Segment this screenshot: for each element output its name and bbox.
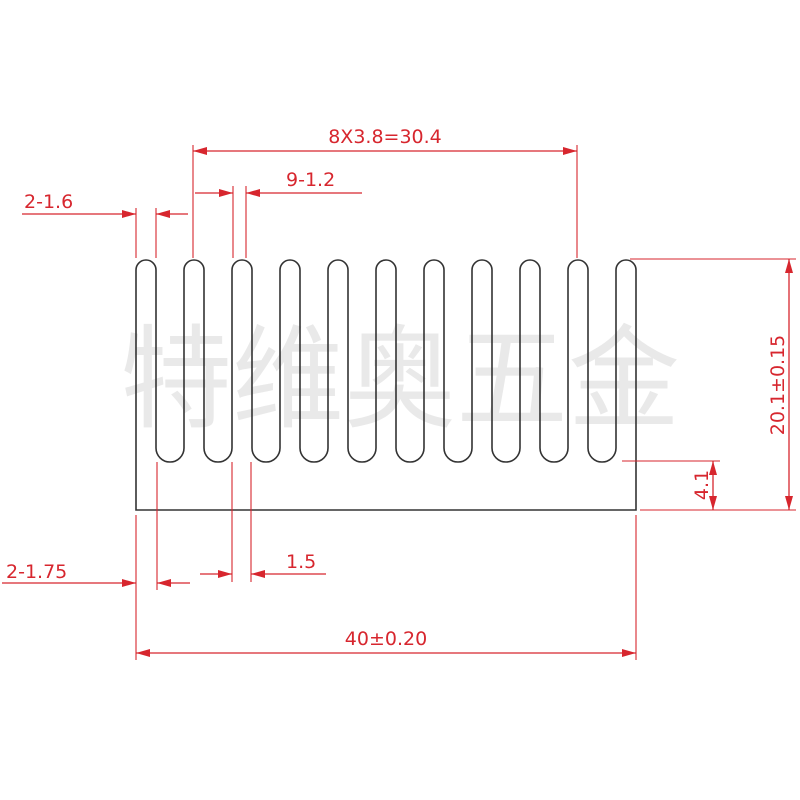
dimension-fin-pitch: 8X3.8=30.4 (192, 126, 578, 258)
outer-fin-base-label: 2-1.75 (6, 561, 67, 583)
dimension-overall-width: 40±0.20 (136, 515, 637, 660)
overall-height-label: 20.1±0.15 (767, 335, 789, 436)
base-thickness-label: 4.1 (691, 470, 713, 500)
dimension-outer-fin-base: 2-1.75 (2, 462, 190, 660)
outer-fin-thickness-label: 2-1.6 (24, 191, 73, 213)
dimension-overall-height: 20.1±0.15 (630, 258, 796, 511)
dimension-fin-root: 1.5 (200, 462, 326, 582)
dimension-fin-thickness: 9-1.2 (195, 169, 362, 258)
watermark-text: 特维奥五金 (120, 315, 680, 445)
dimension-base-thickness: 4.1 (622, 460, 720, 510)
overall-width-label: 40±0.20 (345, 628, 427, 650)
fin-thickness-label: 9-1.2 (286, 169, 335, 191)
fin-root-label: 1.5 (286, 551, 316, 573)
heatsink-profile-outline (135, 259, 637, 511)
dimension-outer-fin-thickness: 2-1.6 (22, 191, 188, 258)
fin-pitch-label: 8X3.8=30.4 (328, 126, 442, 148)
